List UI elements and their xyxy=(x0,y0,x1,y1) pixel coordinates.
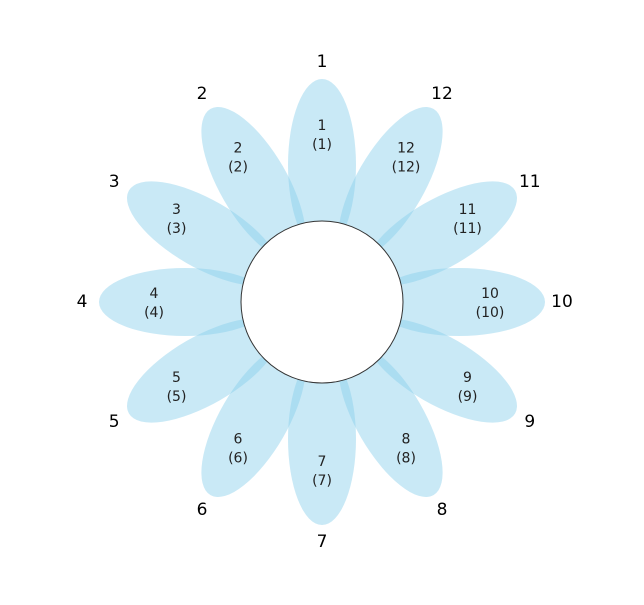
petal-label-3: 3 xyxy=(172,202,181,218)
set-name-4: 4 xyxy=(77,292,88,312)
petal-count-4: (4) xyxy=(144,305,164,321)
petal-8 xyxy=(338,344,443,497)
petal-12 xyxy=(338,107,443,260)
set-name-7: 7 xyxy=(317,532,328,552)
petal-label-4: 4 xyxy=(150,286,159,302)
petal-count-9: (9) xyxy=(458,389,478,405)
petal-label-12: 12 xyxy=(397,141,415,157)
petal-9 xyxy=(364,318,517,423)
petal-count-3: (3) xyxy=(167,221,187,237)
petal-5 xyxy=(127,318,280,423)
petal-count-7: (7) xyxy=(312,473,332,489)
petal-label-11: 11 xyxy=(459,202,477,218)
petal-label-5: 5 xyxy=(172,370,181,386)
petal-2 xyxy=(201,107,306,260)
set-name-10: 10 xyxy=(551,292,573,312)
petal-3 xyxy=(127,181,280,286)
set-name-5: 5 xyxy=(109,412,120,432)
labels-group: 1(1)12(2)23(3)34(4)45(5)56(6)67(7)78(8)8… xyxy=(77,52,573,552)
petal-count-12: (12) xyxy=(392,160,421,176)
set-name-11: 11 xyxy=(519,172,541,192)
petal-label-9: 9 xyxy=(463,370,472,386)
set-name-3: 3 xyxy=(109,172,120,192)
petal-count-10: (10) xyxy=(476,305,505,321)
petal-label-10: 10 xyxy=(481,286,499,302)
set-name-9: 9 xyxy=(524,412,535,432)
center-circle xyxy=(240,220,404,384)
set-name-1: 1 xyxy=(317,52,328,72)
petal-count-1: (1) xyxy=(312,137,332,153)
petal-count-2: (2) xyxy=(228,160,248,176)
petal-label-1: 1 xyxy=(318,118,327,134)
petals-group xyxy=(99,79,545,525)
petal-count-11: (11) xyxy=(453,221,482,237)
petal-label-7: 7 xyxy=(318,454,327,470)
set-name-12: 12 xyxy=(431,84,453,104)
petal-4 xyxy=(99,268,271,336)
petal-label-8: 8 xyxy=(402,432,411,448)
petal-label-2: 2 xyxy=(234,141,243,157)
petal-count-8: (8) xyxy=(396,451,416,467)
petal-6 xyxy=(201,344,306,497)
petal-7 xyxy=(288,353,356,525)
set-name-8: 8 xyxy=(437,500,448,520)
petal-11 xyxy=(364,181,517,286)
petal-count-6: (6) xyxy=(228,451,248,467)
petal-count-5: (5) xyxy=(167,389,187,405)
petal-label-6: 6 xyxy=(234,432,243,448)
petal-1 xyxy=(288,79,356,251)
petal-10 xyxy=(373,268,545,336)
set-name-2: 2 xyxy=(197,84,208,104)
set-name-6: 6 xyxy=(197,500,208,520)
